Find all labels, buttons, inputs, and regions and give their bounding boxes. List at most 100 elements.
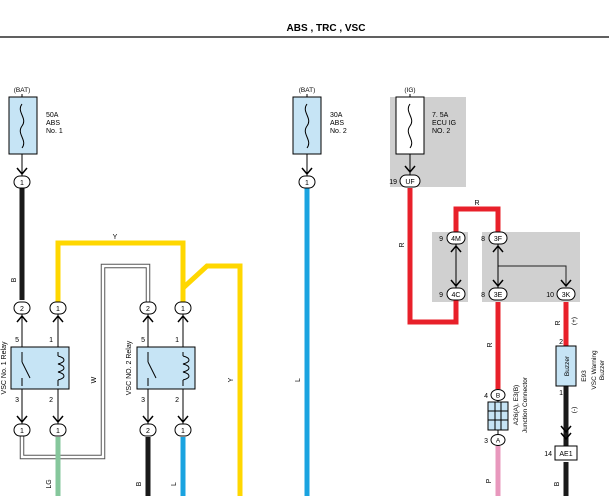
svg-text:Y: Y xyxy=(228,377,235,382)
svg-text:(+): (+) xyxy=(571,317,578,325)
svg-text:3: 3 xyxy=(484,438,488,445)
chevron-down-icon xyxy=(404,165,416,174)
relay-switch-icon xyxy=(21,361,31,379)
bat-label-2: (BAT) xyxy=(299,87,316,94)
svg-text:1: 1 xyxy=(175,337,179,344)
svg-text:VSC NO. 2 Relay: VSC NO. 2 Relay xyxy=(126,340,133,395)
svg-text:2: 2 xyxy=(146,306,150,313)
svg-text:P: P xyxy=(486,478,493,483)
svg-text:Buzzer: Buzzer xyxy=(564,355,571,376)
relay-coil-icon xyxy=(182,355,190,381)
vsc-no1-relay xyxy=(10,346,70,390)
svg-text:4M: 4M xyxy=(451,236,461,243)
svg-text:B: B xyxy=(554,481,561,486)
chevron-down-icon xyxy=(16,415,28,424)
svg-text:UF: UF xyxy=(405,179,414,186)
svg-text:3E: 3E xyxy=(494,292,503,299)
svg-text:Y: Y xyxy=(113,234,118,241)
chevron-down-icon xyxy=(142,415,154,424)
junction-pin-a xyxy=(490,434,506,446)
svg-text:50A: 50A xyxy=(46,112,59,119)
svg-text:R: R xyxy=(487,342,494,347)
svg-text:1: 1 xyxy=(20,428,24,435)
chevron-down-icon xyxy=(560,279,572,288)
svg-text:L: L xyxy=(295,378,302,382)
svg-text:7. 5A: 7. 5A xyxy=(432,112,449,119)
svg-text:R: R xyxy=(399,242,406,247)
svg-text:8: 8 xyxy=(481,292,485,299)
bat-label-1: (BAT) xyxy=(14,87,31,94)
wire-y-right xyxy=(181,263,243,496)
svg-text:9: 9 xyxy=(439,236,443,243)
svg-text:19: 19 xyxy=(389,179,397,186)
svg-text:R: R xyxy=(474,200,479,207)
wire-w-inner xyxy=(20,264,150,459)
svg-text:2: 2 xyxy=(175,397,179,404)
svg-text:A26(A), E3(B): A26(A), E3(B) xyxy=(513,385,520,425)
connector-pin xyxy=(13,175,31,189)
svg-text:8: 8 xyxy=(481,236,485,243)
chevron-down-icon xyxy=(560,432,572,441)
svg-text:2: 2 xyxy=(20,306,24,313)
wire-y-loop xyxy=(55,240,186,302)
svg-text:1: 1 xyxy=(56,306,60,313)
connector-uf xyxy=(399,174,421,188)
junction-connector xyxy=(487,401,509,431)
svg-text:1: 1 xyxy=(56,428,60,435)
svg-text:2: 2 xyxy=(49,397,53,404)
svg-text:5: 5 xyxy=(15,337,19,344)
svg-text:ECU IG: ECU IG xyxy=(432,120,456,127)
relay1-pin3-connector xyxy=(13,423,31,437)
chevron-down-icon xyxy=(301,167,313,176)
ig-label: (IG) xyxy=(404,87,415,94)
svg-text:VSC Warning: VSC Warning xyxy=(591,350,598,390)
svg-text:10: 10 xyxy=(546,292,554,299)
svg-text:R: R xyxy=(555,320,562,325)
svg-text:ABS: ABS xyxy=(46,120,60,127)
svg-text:30A: 30A xyxy=(330,112,343,119)
wire-r-top xyxy=(453,206,501,244)
svg-text:5: 5 xyxy=(141,337,145,344)
svg-text:B: B xyxy=(496,393,500,400)
svg-text:1: 1 xyxy=(305,180,309,187)
relay2-pin2-connector xyxy=(174,423,192,437)
svg-text:1: 1 xyxy=(181,306,185,313)
fuse-abs-1 xyxy=(8,96,38,155)
svg-text:Junction Connector: Junction Connector xyxy=(522,376,529,433)
svg-text:4C: 4C xyxy=(452,292,461,299)
fuse-icon xyxy=(19,103,25,149)
svg-text:1: 1 xyxy=(20,180,24,187)
junction-pin-b xyxy=(490,389,506,401)
svg-text:1: 1 xyxy=(49,337,53,344)
svg-text:No. 2: No. 2 xyxy=(330,128,347,135)
svg-text:ABS: ABS xyxy=(330,120,344,127)
chevron-up-icon xyxy=(492,244,504,253)
relay2-pin3-connector xyxy=(139,423,157,437)
svg-text:3: 3 xyxy=(15,397,19,404)
relay-switch-icon xyxy=(147,361,157,379)
connector-4c xyxy=(446,287,466,301)
svg-text:W: W xyxy=(91,376,98,383)
svg-text:No. 1: No. 1 xyxy=(46,128,63,135)
svg-text:4: 4 xyxy=(484,393,488,400)
svg-text:2: 2 xyxy=(559,339,563,346)
chevron-down-icon xyxy=(16,167,28,176)
fuse-icon xyxy=(407,103,413,149)
connector-ae1 xyxy=(554,445,578,461)
vsc-warning-buzzer xyxy=(555,345,577,387)
svg-text:L: L xyxy=(171,482,178,486)
svg-text:LG: LG xyxy=(46,479,53,488)
svg-text:3F: 3F xyxy=(494,236,502,243)
chevron-down-icon xyxy=(52,415,64,424)
svg-text:2: 2 xyxy=(146,428,150,435)
chevron-down-icon xyxy=(177,415,189,424)
svg-text:E93: E93 xyxy=(581,370,588,382)
vsc-no2-relay xyxy=(136,346,196,390)
svg-text:1: 1 xyxy=(181,428,185,435)
svg-text:B: B xyxy=(136,481,143,486)
svg-text:1: 1 xyxy=(559,390,563,397)
page-title: ABS , TRC , VSC xyxy=(287,23,366,34)
chevron-down-icon xyxy=(560,425,572,434)
svg-text:3: 3 xyxy=(141,397,145,404)
